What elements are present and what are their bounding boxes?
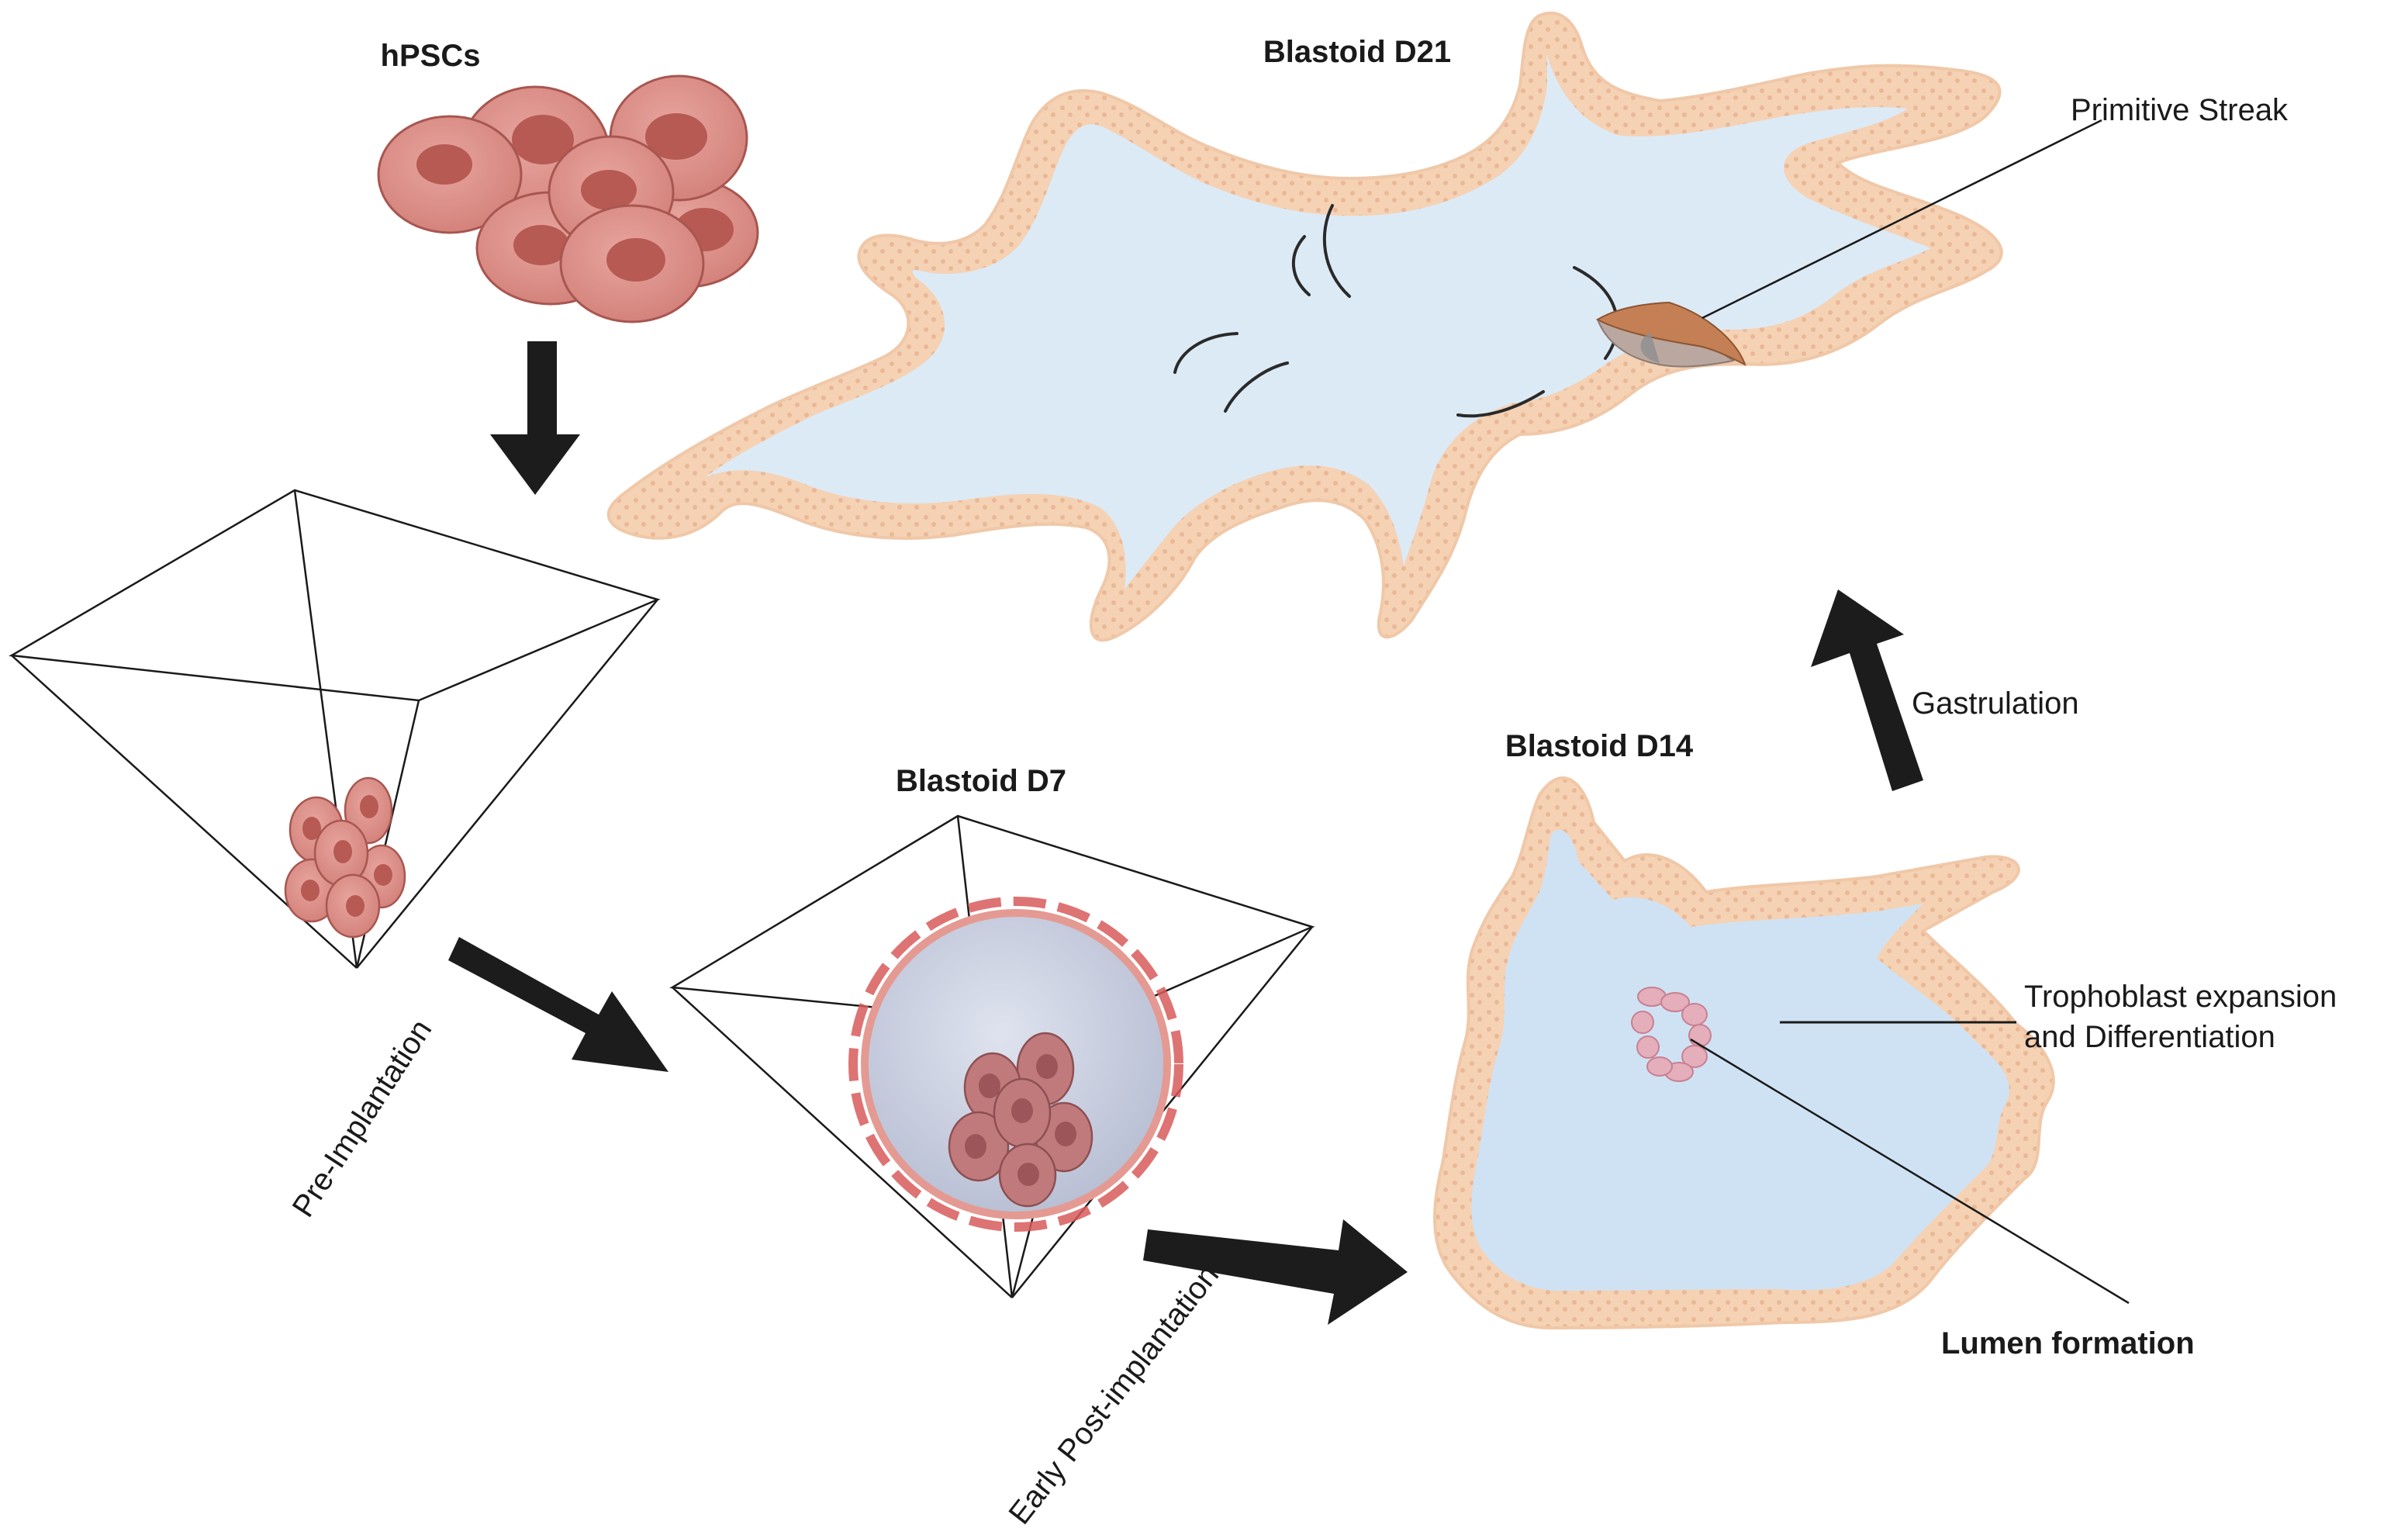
arrow-gastrulation [1811,589,1923,791]
annotation-trophoblast-line-1: Trophoblast expansion [2024,980,2337,1014]
trophectoderm-dashed-ring [848,897,1183,1232]
stage-label-hpsc: hPSCs [381,39,481,73]
annotation-lumen-formation: Lumen formation [1941,1326,2195,1360]
amnion-arcs [1173,204,1619,418]
annotation-primitive-streak: Primitive Streak [2071,93,2289,127]
arrow-down [490,341,580,495]
cell [377,115,523,234]
stage-label-d21: Blastoid D21 [1263,35,1451,69]
arrow-to-d14 [1143,1219,1408,1325]
cell [948,1111,1010,1182]
leader-line-primitive-streak [1701,119,2102,320]
arrow-to-d7 [448,937,669,1072]
stage-label-d14: Blastoid D14 [1505,729,1694,763]
blastoid-d14 [1433,776,2055,1330]
cavity [1471,829,2009,1291]
inner-cell-mass [948,1032,1093,1208]
blastoid-d7-sphere [848,897,1183,1232]
blastoid-d21 [606,11,2003,642]
leader-line-lumen [1690,1038,2130,1305]
embryoid-cluster-small [284,776,406,939]
lumen-ring [1631,987,1712,1082]
cell [559,204,705,323]
hpsc-cell-cluster [377,74,759,323]
annotation-trophoblast-line-2: and Differentiation [2024,1020,2275,1054]
stage-label-d7: Blastoid D7 [896,764,1066,798]
cavity [706,54,1931,589]
transition-label-gastrulation: Gastrulation [1912,686,2079,721]
cell [325,873,381,939]
primitive-streak [1595,301,1746,368]
transition-label-pre-implantation: Pre-Implantation [286,1014,439,1223]
cell [998,1143,1057,1208]
cell [993,1077,1052,1149]
transition-label-early-post-implantation: Early Post-implantation [1002,1258,1225,1530]
